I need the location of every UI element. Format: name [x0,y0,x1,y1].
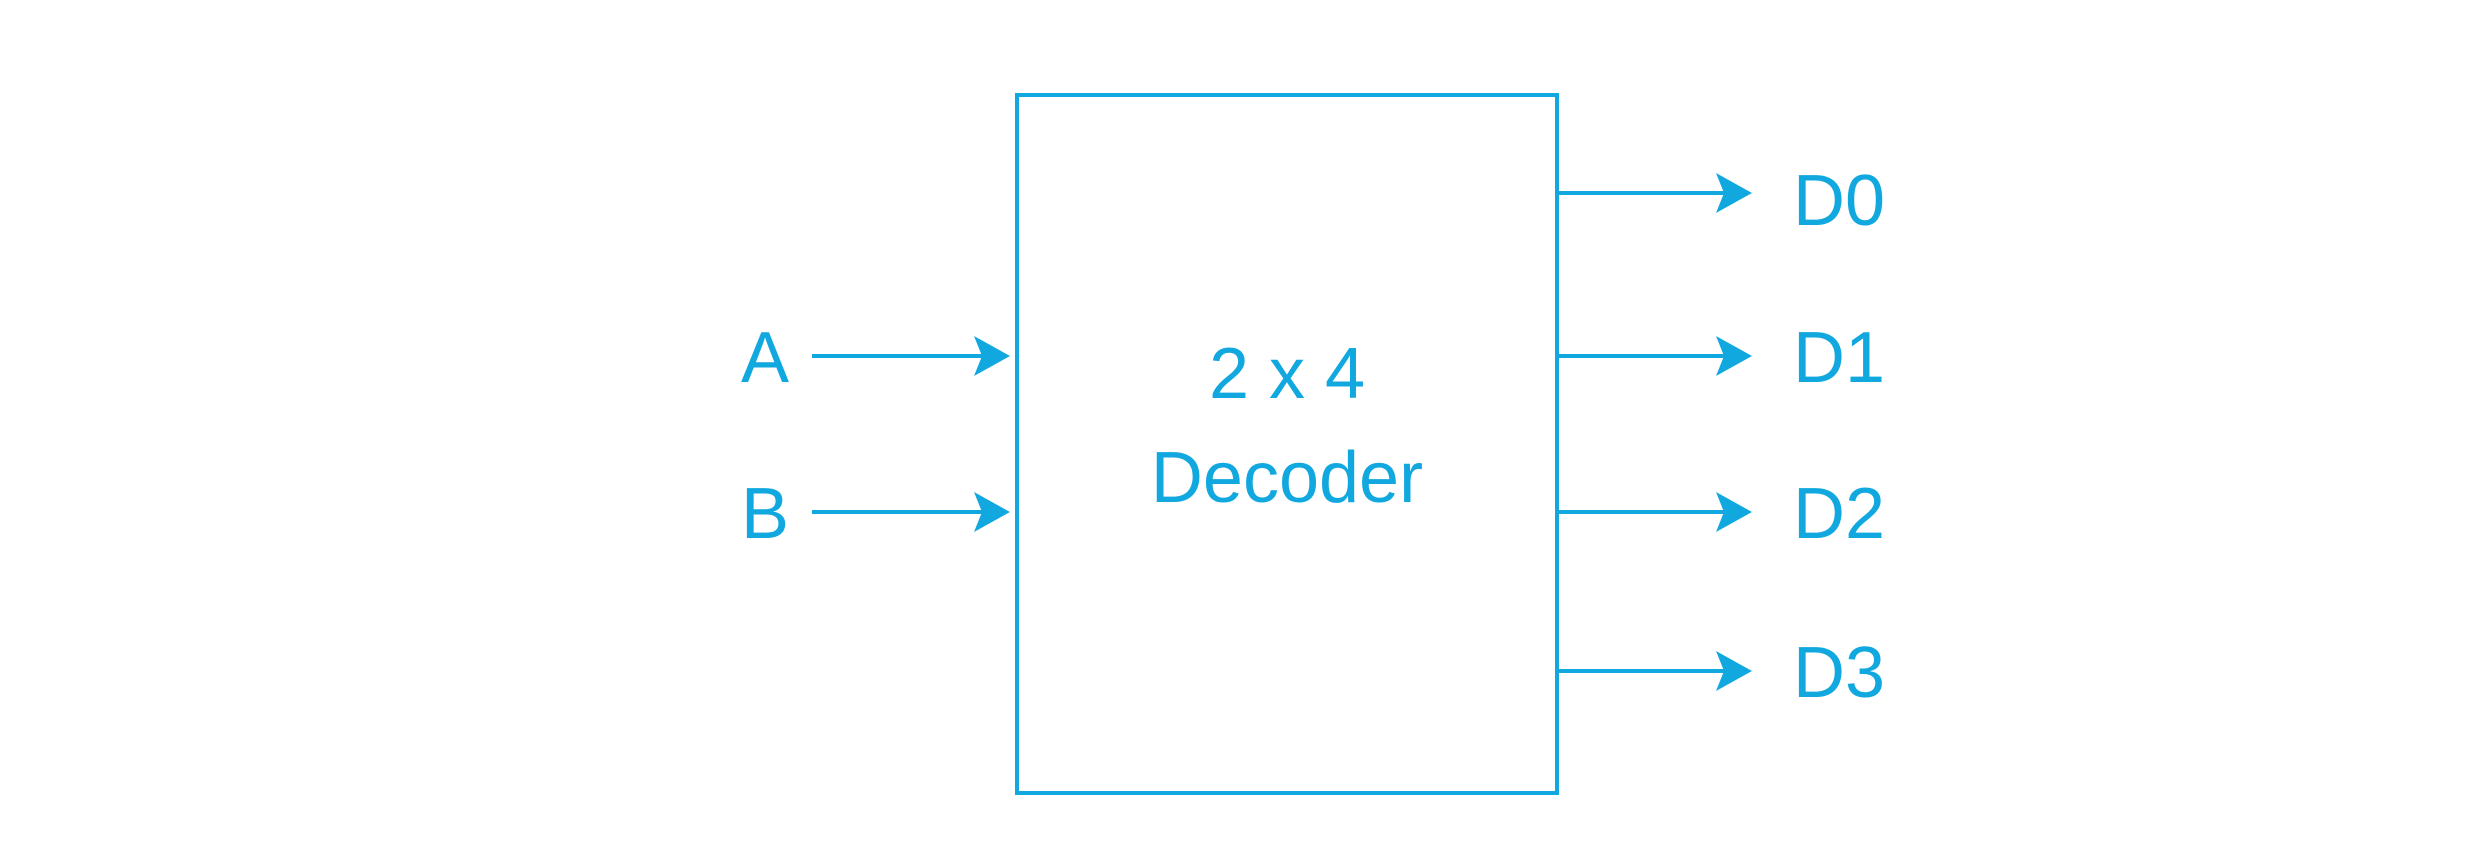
decoder-title: Decoder [1151,438,1423,518]
output-arrow-d3 [1716,651,1752,691]
output-label-d2: D2 [1793,474,1885,554]
output-arrow-d1 [1716,336,1752,376]
input-arrow-a [974,336,1010,376]
output-label-d1: D1 [1793,318,1885,398]
input-label-a: A [741,318,789,398]
output-arrow-d2 [1716,492,1752,532]
input-label-b: B [741,474,789,554]
output-arrow-d0 [1716,173,1752,213]
output-label-d0: D0 [1793,161,1885,241]
output-label-d3: D3 [1793,633,1885,713]
decoder-size-label: 2 x 4 [1209,334,1365,414]
input-arrow-b [974,492,1010,532]
decoder-block [1015,93,1559,795]
